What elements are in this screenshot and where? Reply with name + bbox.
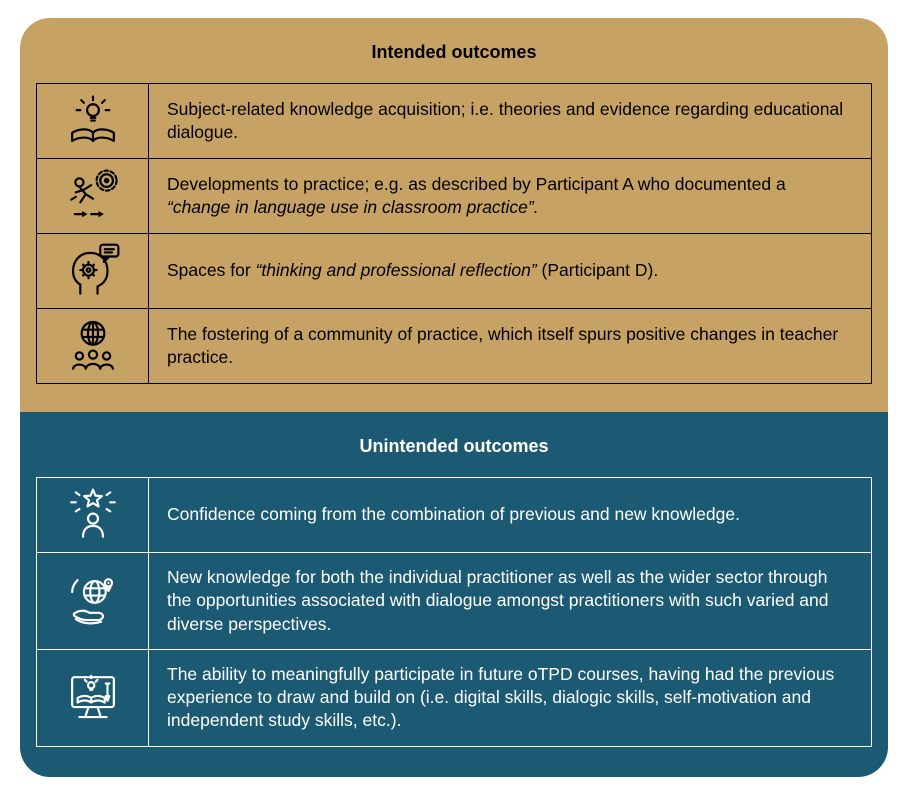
- text-segment: The fostering of a community of practice…: [167, 323, 839, 367]
- table-row: Confidence coming from the combination o…: [36, 477, 872, 553]
- person-star-icon: [36, 477, 149, 553]
- row-text: The fostering of a community of practice…: [148, 308, 872, 384]
- intended-outcomes-table: Subject-related knowledge acquisition; i…: [36, 83, 872, 384]
- row-text: Developments to practice; e.g. as descri…: [148, 158, 872, 234]
- text-segment: Subject-related knowledge acquisition; i…: [167, 98, 844, 142]
- table-row: New knowledge for both the individual pr…: [36, 552, 872, 650]
- table-row: Spaces for “thinking and professional re…: [36, 233, 872, 309]
- outcomes-figure: Intended outcomes Subject-relate: [20, 18, 888, 777]
- hand-globe-pin-icon: [36, 552, 149, 650]
- row-text: Spaces for “thinking and professional re…: [148, 233, 872, 309]
- head-gear-speech-icon: [36, 233, 149, 309]
- table-row: The fostering of a community of practice…: [36, 308, 872, 384]
- book-lightbulb-icon: [36, 83, 149, 159]
- text-segment: The ability to meaningfully participate …: [167, 663, 835, 731]
- text-segment: Confidence coming from the combination o…: [167, 504, 740, 525]
- running-to-target-icon: [36, 158, 149, 234]
- text-segment: (Participant D).: [536, 260, 659, 281]
- table-row: Developments to practice; e.g. as descri…: [36, 158, 872, 234]
- unintended-outcomes-title: Unintended outcomes: [359, 436, 549, 456]
- row-text: Subject-related knowledge acquisition; i…: [148, 83, 872, 159]
- text-segment-italic: “change in language use in classroom pra…: [167, 197, 539, 217]
- table-row: Subject-related knowledge acquisition; i…: [36, 83, 872, 159]
- table-row: The ability to meaningfully participate …: [36, 648, 872, 747]
- row-text: Confidence coming from the combination o…: [148, 477, 872, 553]
- row-text: New knowledge for both the individual pr…: [148, 552, 872, 650]
- text-segment: Developments to practice; e.g. as descri…: [167, 173, 786, 194]
- text-segment-italic: “thinking and professional reflection”: [255, 260, 537, 281]
- intended-outcomes-panel: Intended outcomes Subject-relate: [20, 18, 888, 412]
- row-text: The ability to meaningfully participate …: [148, 648, 872, 747]
- unintended-outcomes-table: Confidence coming from the combination o…: [36, 477, 872, 747]
- intended-outcomes-title: Intended outcomes: [371, 42, 537, 62]
- unintended-outcomes-panel: Unintended outcomes Confidence coming fr…: [20, 412, 888, 777]
- text-segment: Spaces for: [167, 260, 256, 281]
- monitor-book-pencil-icon: [36, 648, 149, 747]
- text-segment: New knowledge for both the individual pr…: [167, 567, 829, 634]
- globe-community-icon: [36, 308, 149, 384]
